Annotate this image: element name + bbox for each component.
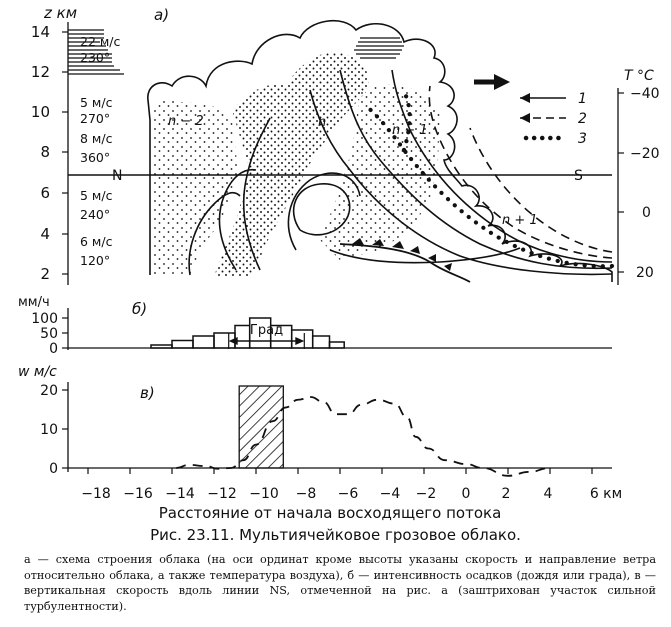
x-axis-ticks <box>87 468 593 474</box>
panel-b-y-title: мм/ч <box>18 295 50 310</box>
x-tick-label: 4 <box>544 486 553 502</box>
cell-label-n-plus-1: n + 1 <box>502 213 538 228</box>
precip-step-8 <box>311 335 331 349</box>
figure: z км 14 12 10 8 6 4 2 <box>18 4 660 522</box>
wind-dir-label: 230° <box>80 50 110 65</box>
t-axis-title: T °C <box>624 68 654 84</box>
x-tick-label: −8 <box>296 486 317 502</box>
z-tick-label: 14 <box>31 23 50 41</box>
wind-speed-label: 6 м/с <box>80 234 113 249</box>
wind-speed-label: 8 м/с <box>80 131 113 146</box>
cloud-outline <box>147 20 613 282</box>
wind-speed-label: 22 м/с <box>80 34 121 49</box>
x-tick-label: −2 <box>416 486 437 502</box>
z-tick-label: 4 <box>40 225 50 243</box>
panel-c-label: в) <box>140 384 155 402</box>
turbulence-hatched-region <box>238 385 284 469</box>
panel-b-y-ticks <box>62 317 68 349</box>
t-tick-label: 20 <box>636 265 654 281</box>
precip-step-1 <box>171 339 194 349</box>
vertical-velocity-line <box>176 396 551 477</box>
precip-step-9 <box>328 341 345 349</box>
streamlines-dashed <box>428 85 613 259</box>
hail-arrow-head-right <box>295 337 305 345</box>
panel-b: мм/ч 100 50 0 б) Град <box>18 295 612 357</box>
cell-label-n: n <box>318 115 326 130</box>
x-tick-label: −6 <box>338 486 359 502</box>
streamlines-solid <box>188 69 613 276</box>
z-tick-label: 6 <box>40 184 50 202</box>
x-tick-label: 2 <box>502 486 511 502</box>
figure-legend-text: а — схема строения облака (на оси ордина… <box>24 553 656 613</box>
x-axis-title: Расстояние от начала восходящего потока <box>159 504 502 522</box>
legend-label-3: 3 <box>578 131 587 147</box>
panel-c-y-title: w м/с <box>18 364 57 380</box>
panel-c-y-ticks <box>62 389 68 469</box>
z-axis-ticks <box>62 31 68 275</box>
panel-b-y-tick: 100 <box>31 311 58 327</box>
s-label: S <box>574 168 583 184</box>
gust-front-teeth <box>352 238 452 271</box>
gust-front <box>339 243 471 283</box>
wind-barbs-upper-left <box>68 29 124 75</box>
x-tick-label: −16 <box>123 486 153 502</box>
wind-dir-label: 360° <box>80 150 110 165</box>
x-tick-label: −12 <box>207 486 237 502</box>
cell-label-n-minus-2: n − 2 <box>168 114 204 129</box>
panel-b-label: б) <box>132 300 147 318</box>
wind-dir-label: 240° <box>80 207 110 222</box>
z-tick-label: 2 <box>40 265 50 283</box>
legend-label-2: 2 <box>578 111 587 127</box>
precip-region-center <box>214 51 369 276</box>
panel-b-y-tick: 0 <box>49 341 58 357</box>
legend-label-1: 1 <box>578 91 587 107</box>
t-tick-label: −20 <box>630 146 660 162</box>
z-tick-label: 8 <box>40 143 50 161</box>
precip-step-7 <box>290 329 314 349</box>
wind-dir-label: 270° <box>80 111 110 126</box>
panel-c-y-tick: 10 <box>40 422 58 438</box>
x-tick-label: −18 <box>81 486 111 502</box>
precip-step-0 <box>150 344 173 349</box>
x-tick-label: −4 <box>380 486 401 502</box>
wind-dir-label: 120° <box>80 253 110 268</box>
panel-a: z км 14 12 10 8 6 4 2 <box>31 4 660 285</box>
storm-motion-arrow <box>474 74 510 90</box>
wind-speed-label: 5 м/с <box>80 188 113 203</box>
x-tick-label: 0 <box>462 486 471 502</box>
hail-label: Град <box>250 323 283 338</box>
t-axis-ticks <box>618 92 624 273</box>
n-label: N <box>112 168 122 184</box>
hail-arrow-head-left <box>228 337 238 345</box>
panel-b-y-tick: 50 <box>40 326 58 342</box>
precip-region-left <box>151 99 238 275</box>
z-axis-title: z км <box>43 4 77 22</box>
t-tick-label: −40 <box>630 86 660 102</box>
hail-range-arrow <box>228 333 305 349</box>
z-tick-label: 10 <box>31 103 50 121</box>
wind-speed-label: 5 м/с <box>80 95 113 110</box>
t-tick-label: 0 <box>642 205 651 221</box>
precip-step-2 <box>192 335 215 349</box>
panel-c-y-tick: 20 <box>40 383 58 399</box>
x-tick-label: −10 <box>249 486 279 502</box>
legend: 1 2 3 <box>520 91 587 147</box>
panel-a-label: а) <box>154 6 169 24</box>
x-tick-label: −14 <box>165 486 195 502</box>
wind-barbs-upper-right <box>354 37 404 59</box>
precip-steps <box>150 317 345 349</box>
figure-caption: Рис. 23.11. Мультиячейковое грозовое обл… <box>150 526 521 544</box>
streamlines-dotted <box>363 93 615 269</box>
z-tick-label: 12 <box>31 63 50 81</box>
x-tick-label: 6 км <box>590 486 622 502</box>
panel-c: w м/с 20 10 0 в) −18 −16 −14 −12 −10 −8 … <box>18 364 622 522</box>
panel-c-y-tick: 0 <box>49 461 58 477</box>
